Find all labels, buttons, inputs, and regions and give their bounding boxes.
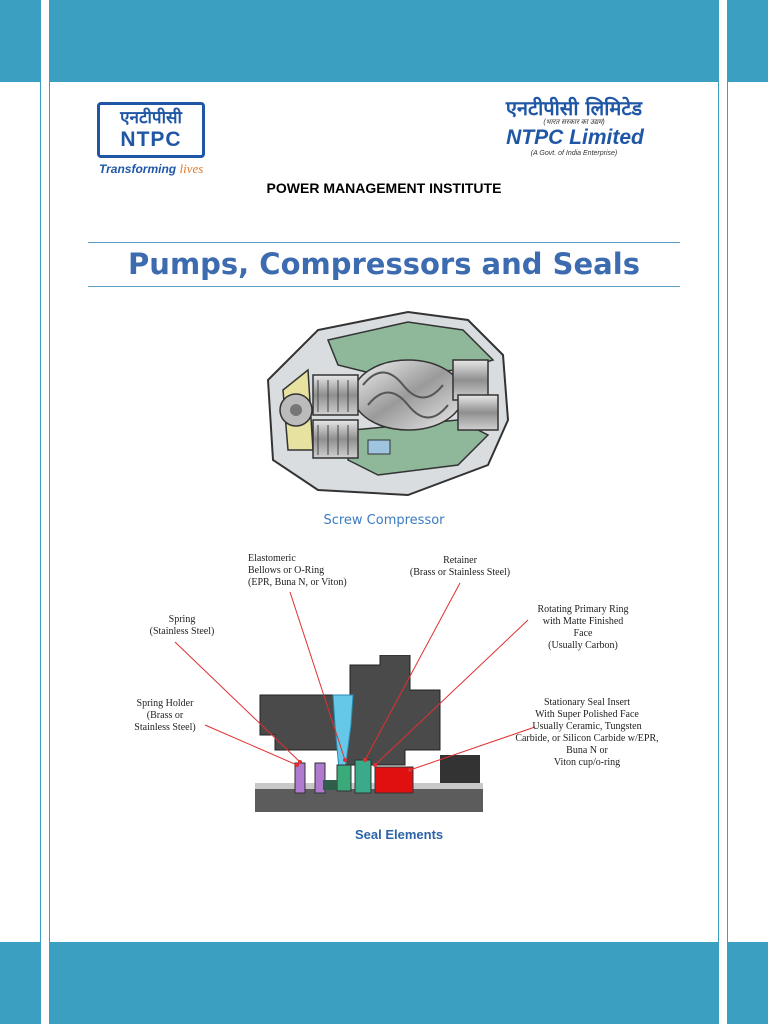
label-retainer: Retainer (Brass or Stainless Steel) (409, 555, 511, 578)
bottom-band (728, 942, 768, 1024)
figure-caption-seal: Seal Elements (355, 827, 444, 842)
document-title: Pumps, Compressors and Seals (128, 247, 640, 281)
figure-caption-compressor: Screw Compressor (323, 513, 445, 528)
tagline: Transforming lives (99, 161, 203, 177)
institute-name: POWER MANAGEMENT INSTITUTE (266, 180, 502, 196)
company-govt-note: (A Govt. of India Enterprise) (530, 150, 618, 157)
top-band (0, 0, 40, 82)
frame-line (49, 0, 50, 1024)
frame-line (727, 0, 728, 1024)
top-band (728, 0, 768, 82)
logo-text: NTPC (120, 128, 182, 151)
bottom-band (0, 942, 40, 1024)
title-rule-bottom (88, 286, 680, 287)
logo-hindi-text: एनटीपीसी (120, 108, 182, 128)
tagline-prefix: Transforming (99, 162, 177, 176)
tagline-suffix: lives (179, 161, 204, 176)
seal-elements-diagram (255, 655, 483, 812)
company-hindi-sub: (भारत सरकार का उद्यम) (543, 119, 605, 126)
label-spring: Spring (Stainless Steel) (149, 614, 215, 637)
company-name: NTPC Limited (506, 126, 644, 149)
ntpc-logo: एनटीपीसी NTPC (97, 102, 205, 158)
label-spring-holder: Spring Holder (Brass or Stainless Steel) (134, 698, 196, 733)
title-rule-top (88, 242, 680, 243)
screw-compressor-image (266, 310, 510, 497)
label-stationary-insert: Stationary Seal Insert With Super Polish… (515, 697, 659, 768)
company-hindi-name: एनटीपीसी लिमिटेड (505, 96, 643, 120)
label-rotating-ring: Rotating Primary Ring with Matte Finishe… (537, 604, 629, 651)
frame-line (718, 0, 719, 1024)
label-elastomeric: Elastomeric Bellows or O-Ring (EPR, Buna… (248, 553, 347, 588)
bottom-band (50, 942, 718, 1024)
top-band (50, 0, 718, 82)
frame-line (40, 0, 41, 1024)
